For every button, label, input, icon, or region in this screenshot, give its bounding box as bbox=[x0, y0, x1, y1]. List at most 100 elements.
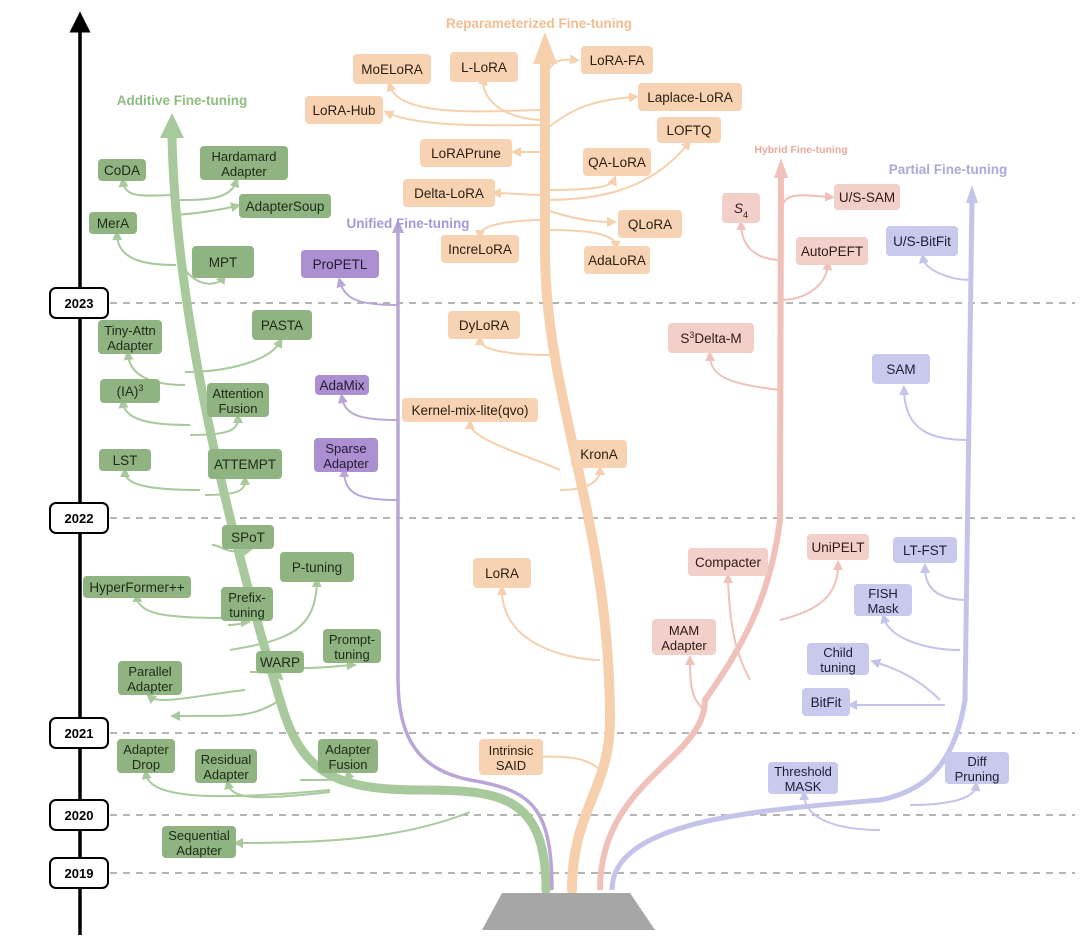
method-node-box bbox=[117, 739, 175, 773]
method-node-adaptersoup: AdapterSoup bbox=[239, 194, 331, 218]
method-node-coda: CoDA bbox=[98, 159, 146, 181]
method-node-loftq: LOFTQ bbox=[657, 117, 721, 143]
method-node-box bbox=[448, 311, 520, 339]
method-node-dylora: DyLoRA bbox=[448, 311, 520, 339]
method-node-box bbox=[652, 619, 716, 655]
method-node-box bbox=[83, 576, 191, 598]
method-node-s3delta-m: S3Delta-M bbox=[668, 323, 754, 353]
method-node-label: L-LoRA bbox=[461, 60, 507, 75]
method-node-label: AdaLoRA bbox=[588, 253, 646, 268]
year-label-2022: 2022 bbox=[49, 502, 109, 534]
method-node-label: AdaMix bbox=[319, 378, 364, 393]
method-node-label: Kernel-mix-lite(qvo) bbox=[411, 403, 528, 418]
reparam-trunk bbox=[540, 57, 616, 895]
method-node-sam: SAM bbox=[872, 354, 930, 384]
method-node-label: LoRAPrune bbox=[431, 146, 501, 161]
category-title-partial: Partial Fine-tuning bbox=[889, 162, 1008, 177]
method-node-box bbox=[945, 752, 1009, 784]
method-node-label: MoELoRA bbox=[361, 62, 423, 77]
method-node-krona: KronA bbox=[571, 440, 627, 468]
svg-text:2020: 2020 bbox=[65, 808, 94, 823]
tree-root-base bbox=[482, 893, 655, 930]
method-node-label: IncreLoRA bbox=[448, 242, 512, 257]
method-node-box bbox=[98, 320, 162, 354]
method-node-bitfit: BitFit bbox=[802, 688, 850, 716]
method-node-label: KronA bbox=[580, 447, 618, 462]
method-node-label: S3Delta-M bbox=[680, 330, 741, 346]
method-node-u-s-bitfit: U/S-BitFit bbox=[886, 226, 958, 256]
method-node-label: LOFTQ bbox=[666, 123, 711, 138]
method-node-laplace-lora: Laplace-LoRA bbox=[638, 83, 742, 111]
reparam-trunk-arrowhead bbox=[533, 32, 557, 64]
method-node-label: DyLoRA bbox=[459, 318, 509, 333]
category-title-additive: Additive Fine-tuning bbox=[117, 93, 248, 108]
method-node-box bbox=[668, 323, 754, 353]
method-node-label: Prefix-tuning bbox=[228, 590, 266, 620]
partial-trunk bbox=[609, 199, 975, 891]
method-node-propetl: ProPETL bbox=[301, 250, 379, 278]
method-node-autopeft: AutoPEFT bbox=[796, 237, 868, 265]
svg-text:2022: 2022 bbox=[65, 511, 94, 526]
method-node-box bbox=[305, 96, 383, 124]
method-node-label: LST bbox=[113, 453, 138, 468]
method-node-label: Laplace-LoRA bbox=[647, 90, 733, 105]
method-node-box bbox=[192, 246, 254, 278]
method-node-box bbox=[207, 383, 269, 417]
method-node-prefix-tuning: Prefix-tuning bbox=[221, 587, 273, 621]
method-node-lora-hub: LoRA-Hub bbox=[305, 96, 383, 124]
method-node-label: BitFit bbox=[811, 695, 842, 710]
method-node-box bbox=[301, 250, 379, 278]
year-label-2019: 2019 bbox=[49, 857, 109, 889]
hybrid-trunk-arrowhead bbox=[774, 158, 788, 178]
method-node-box bbox=[323, 629, 381, 663]
method-node-box bbox=[796, 237, 868, 265]
method-node-mera: MerA bbox=[89, 212, 137, 234]
method-node-label: Delta-LoRA bbox=[414, 186, 484, 201]
method-node-box bbox=[99, 449, 151, 471]
method-node-box bbox=[807, 643, 869, 675]
method-node-box bbox=[222, 525, 274, 549]
method-node-delta-lora: Delta-LoRA bbox=[403, 179, 495, 207]
method-node-box bbox=[854, 584, 912, 616]
method-node-label: ProPETL bbox=[313, 257, 368, 272]
method-node-p-tuning: P-tuning bbox=[280, 552, 354, 582]
method-node-box bbox=[886, 226, 958, 256]
method-node-box bbox=[280, 552, 354, 582]
method-node-label: WARP bbox=[260, 655, 300, 670]
method-node-label: ATTEMPT bbox=[214, 457, 276, 472]
method-node-label: U/S-SAM bbox=[839, 190, 895, 205]
method-node-box bbox=[239, 194, 331, 218]
category-title-reparam: Reparameterized Fine-tuning bbox=[446, 16, 632, 31]
method-node-box bbox=[571, 440, 627, 468]
method-node-box bbox=[479, 739, 543, 775]
method-node-box bbox=[200, 146, 288, 180]
unified-branches bbox=[336, 277, 399, 501]
method-node-label: QLoRA bbox=[628, 217, 672, 232]
method-node-label: P-tuning bbox=[292, 560, 342, 575]
method-node-mpt: MPT bbox=[192, 246, 254, 278]
method-node-box bbox=[89, 212, 137, 234]
method-node-box bbox=[441, 235, 519, 263]
hybrid-trunk bbox=[597, 174, 784, 891]
method-node-box bbox=[221, 587, 273, 621]
method-node-box bbox=[318, 739, 378, 773]
method-node-label: LoRA bbox=[485, 566, 519, 581]
